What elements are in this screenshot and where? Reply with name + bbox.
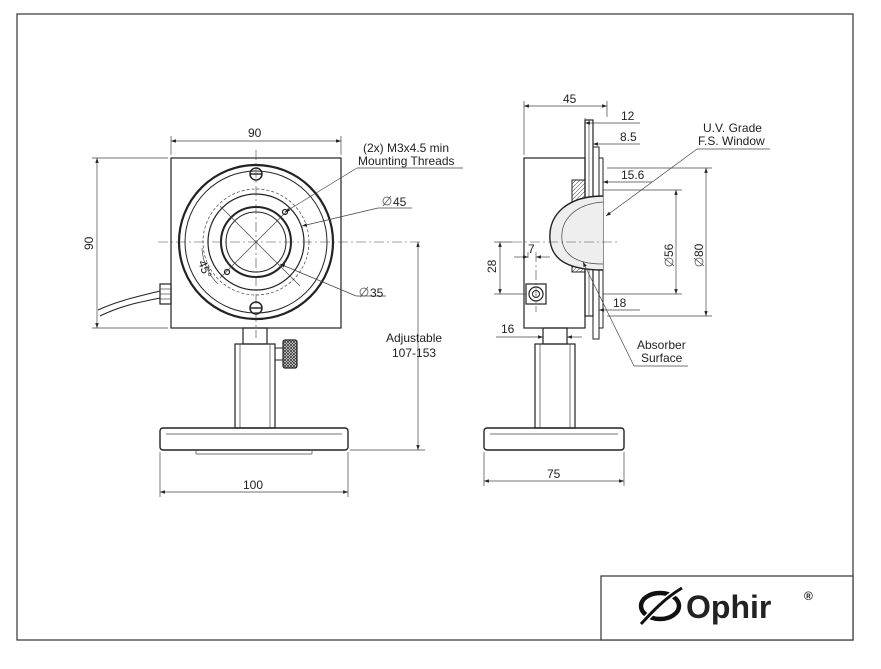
front-thumbscrew-stem [274, 347, 284, 361]
side-dia-56: 56 [662, 243, 676, 257]
absorber-note-1: Absorber [637, 338, 686, 352]
front-height-dim: 90 [82, 236, 96, 250]
side-post-top [542, 327, 568, 345]
front-angle-label: 45° [195, 258, 214, 280]
side-dim-28: 28 [485, 259, 499, 273]
brand-name: Ophir [686, 589, 771, 625]
front-thumbscrew-knob [282, 339, 298, 369]
side-dim-15-6: 15.6 [621, 168, 645, 182]
front-base-dim: 100 [243, 478, 263, 492]
absorber-note-2: Surface [641, 351, 683, 365]
front-post-top [242, 327, 268, 345]
side-view: 45 12 8.5 15.6 56 80 18 7 [483, 92, 770, 486]
front-view: 45° 90 90 100 [82, 126, 463, 497]
title-block: Ophir ® [600, 575, 854, 641]
drawing-frame [16, 13, 854, 641]
aperture-45-dim: 45 [393, 195, 407, 209]
side-dim-16: 16 [501, 322, 515, 336]
window-note-2: F.S. Window [698, 134, 765, 148]
side-dim-7: 7 [528, 242, 535, 256]
threads-note-2: Mounting Threads [358, 154, 455, 168]
registered-mark: ® [804, 589, 813, 603]
side-base [483, 427, 625, 451]
front-height-note-1: Adjustable [386, 331, 442, 345]
side-post [534, 343, 576, 429]
ophir-logo-icon [638, 585, 684, 627]
side-base-dim: 75 [547, 467, 561, 481]
side-dim-18: 18 [613, 296, 627, 310]
side-dia-80: 80 [692, 243, 706, 257]
window-note-1: U.V. Grade [703, 121, 762, 135]
side-depth-dim: 45 [563, 92, 577, 106]
front-thread-hole-2 [223, 268, 231, 276]
front-cable [97, 290, 161, 311]
front-base [159, 427, 349, 451]
front-width-dim: 90 [248, 126, 262, 140]
threads-note-1: (2x) M3x4.5 min [363, 141, 449, 155]
aperture-35-dim: 35 [370, 286, 384, 300]
side-dim-12: 12 [621, 109, 635, 123]
front-height-note-2: 107-153 [392, 346, 436, 360]
side-dim-8-5: 8.5 [620, 130, 637, 144]
side-window [549, 195, 604, 271]
front-post [234, 343, 276, 429]
